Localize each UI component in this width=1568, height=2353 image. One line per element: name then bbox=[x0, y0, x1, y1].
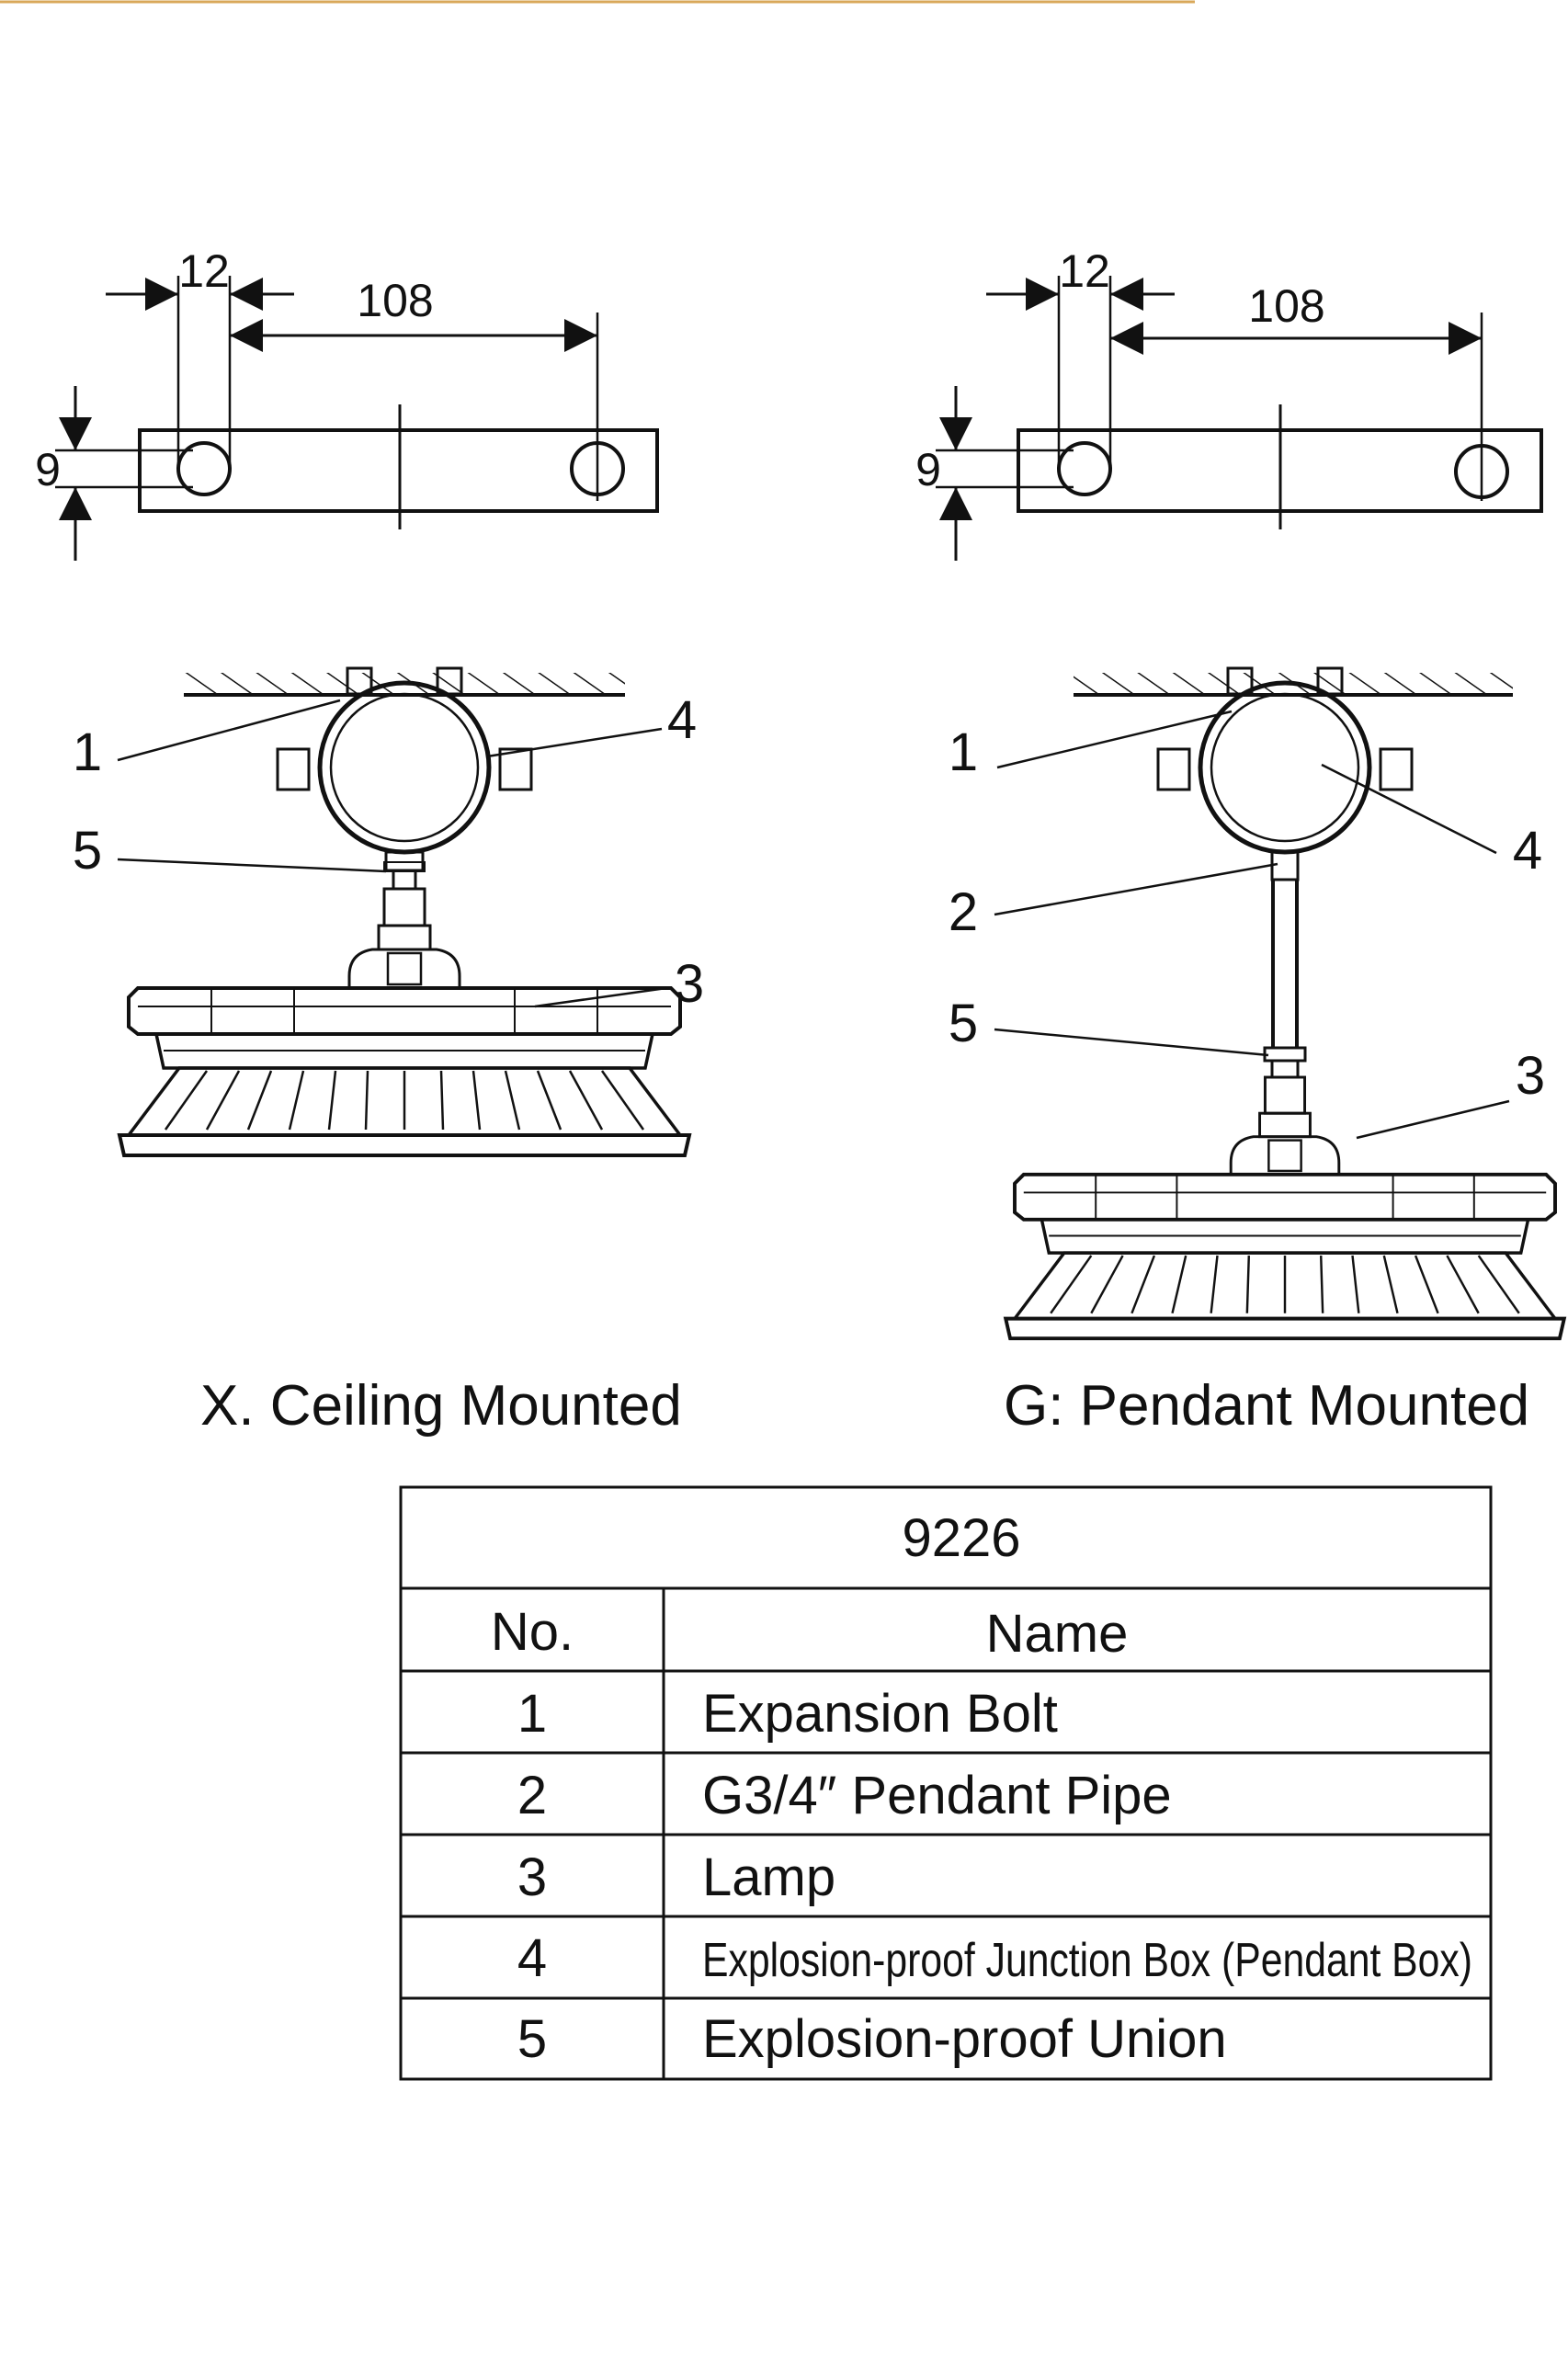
left-leader-lines bbox=[117, 699, 667, 1008]
right-callout-5: 5 bbox=[949, 994, 978, 1053]
right-callout-4: 4 bbox=[1513, 821, 1542, 881]
left-caption: X. Ceiling Mounted bbox=[200, 1374, 682, 1438]
right-dimension-lines bbox=[939, 278, 1482, 561]
right-caption: G: Pendant Mounted bbox=[1004, 1374, 1529, 1438]
left-callout-1: 1 bbox=[73, 722, 102, 782]
right-callout-2: 2 bbox=[949, 882, 978, 942]
table-row-5-name: Explosion-proof Union bbox=[702, 2009, 1227, 2069]
left-fixture bbox=[118, 668, 691, 1157]
left-callout-3: 3 bbox=[675, 954, 704, 1014]
left-dim-span: 108 bbox=[357, 275, 433, 326]
parts-table bbox=[399, 1485, 1493, 2081]
table-row-3-name: Lamp bbox=[702, 1847, 835, 1907]
right-dim-span: 108 bbox=[1248, 280, 1324, 332]
right-callout-1: 1 bbox=[949, 722, 978, 782]
table-row-5-no: 5 bbox=[517, 2009, 547, 2069]
right-fixture bbox=[1004, 668, 1566, 1341]
left-dim-slot: 12 bbox=[178, 245, 230, 297]
table-title: 9226 bbox=[902, 1508, 1020, 1568]
table-row-4-name: Explosion-proof Junction Box (Pendant Bo… bbox=[702, 1934, 1472, 1987]
table-row-3-no: 3 bbox=[517, 1847, 547, 1907]
right-leader-lines bbox=[994, 710, 1510, 1140]
left-callout-5: 5 bbox=[73, 821, 102, 881]
right-dim-slot: 12 bbox=[1059, 245, 1110, 297]
right-callout-3: 3 bbox=[1516, 1046, 1545, 1106]
table-row-1-no: 1 bbox=[517, 1684, 547, 1744]
right-mounting-plate bbox=[936, 276, 1543, 529]
table-row-2-name: G3/4″ Pendant Pipe bbox=[702, 1766, 1172, 1825]
right-dim-height: 9 bbox=[915, 444, 941, 495]
left-callout-4: 4 bbox=[667, 690, 697, 750]
table-header-name: Name bbox=[986, 1604, 1129, 1664]
table-row-1-name: Expansion Bolt bbox=[702, 1684, 1058, 1744]
left-dimension-lines bbox=[59, 278, 597, 561]
table-row-4-no: 4 bbox=[517, 1928, 547, 1988]
left-dim-height: 9 bbox=[35, 444, 61, 495]
table-row-2-no: 2 bbox=[517, 1766, 547, 1825]
table-header-no: No. bbox=[491, 1602, 574, 1662]
